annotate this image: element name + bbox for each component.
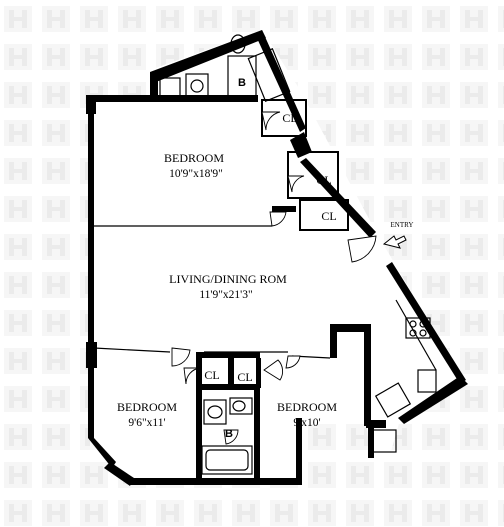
bedroom-right-name: BEDROOM xyxy=(277,400,337,414)
closet-label: CL xyxy=(282,111,297,125)
living-room-name: LIVING/DINING ROM xyxy=(169,272,287,286)
bedroom-left-dims: 9'6"x11' xyxy=(128,417,165,429)
bedroom-left-name: BEDROOM xyxy=(117,400,177,414)
bottom-bath-fixtures xyxy=(201,397,253,475)
doors xyxy=(171,111,377,445)
entry-arrow-icon xyxy=(382,235,407,249)
bedroom-right-dims: 9'x10' xyxy=(293,417,320,429)
bedroom-top-dims: 10'9"x18'9" xyxy=(169,168,223,180)
closet-label: CL xyxy=(321,209,336,223)
interior-walls xyxy=(93,99,349,480)
closet-label: CL xyxy=(316,173,331,187)
living-room-dims: 11'9"x21'3" xyxy=(199,289,252,301)
top-bath-fixtures xyxy=(159,34,291,102)
bedroom-top-name: BEDROOM xyxy=(164,151,224,165)
bath-label-top: B xyxy=(238,77,246,89)
closet-label: CL xyxy=(237,370,252,384)
closet-label: CL xyxy=(204,368,219,382)
kitchen-fixtures xyxy=(371,299,437,453)
entry-label: ENTRY xyxy=(391,221,414,229)
bath-label-bottom: B xyxy=(225,428,233,440)
